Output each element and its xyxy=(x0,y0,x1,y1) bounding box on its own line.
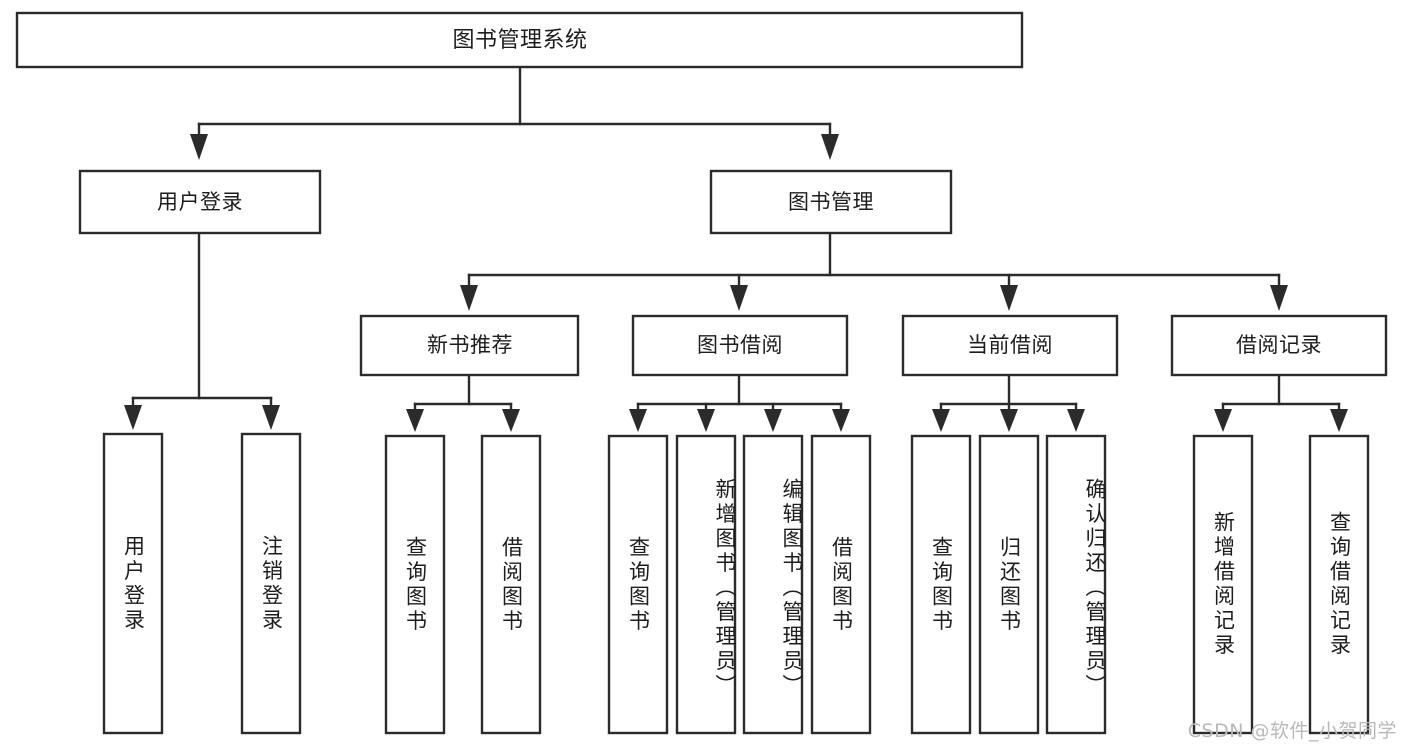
leaf-boxes-book-borrow xyxy=(607,434,872,735)
connector-group-user-login-to-leaves xyxy=(124,231,280,430)
leaf-boxes-new-book-recommend xyxy=(384,434,542,735)
node-borrow-records[interactable]: 借阅记录 xyxy=(1170,314,1388,377)
node-root-label: 图书管理系统 xyxy=(452,28,587,53)
node-book-management-label: 图书管理 xyxy=(788,190,874,214)
node-borrow-records-label: 借阅记录 xyxy=(1236,333,1322,357)
arrowhead-book-mgmt xyxy=(821,134,839,160)
leaf-box-bb-query-book[interactable] xyxy=(607,434,669,735)
arrowhead-user-login xyxy=(190,134,208,160)
arrowhead-bb-leaf-2 xyxy=(697,409,715,432)
leaf-boxes-borrow-records xyxy=(1192,434,1370,735)
leaf-box-br-query-record[interactable] xyxy=(1308,434,1370,735)
arrowhead-cb-leaf-2 xyxy=(1000,409,1018,432)
node-book-borrow-rect[interactable] xyxy=(631,314,849,377)
node-book-borrow[interactable]: 图书借阅 xyxy=(631,314,849,377)
leaf-box-bb-borrow-book[interactable] xyxy=(810,434,872,735)
leaf-box-logout[interactable] xyxy=(240,432,302,735)
arrowhead-br-leaf-1 xyxy=(1214,409,1232,432)
arrowhead-bb-leaf-1 xyxy=(629,409,647,432)
leaf-box-nbr-query-book[interactable] xyxy=(384,434,446,735)
arrowhead-bb-leaf-4 xyxy=(832,409,850,432)
node-borrow-records-rect[interactable] xyxy=(1170,314,1388,377)
node-book-management-rect[interactable] xyxy=(709,169,953,235)
arrowhead-nbr-leaf-1 xyxy=(406,409,424,432)
node-new-book-recommend-label: 新书推荐 xyxy=(427,333,513,357)
leaf-box-br-add-record[interactable] xyxy=(1192,434,1254,735)
connector-group-book-borrow-to-leaves xyxy=(629,374,850,432)
connector-group-book-mgmt-to-level3 xyxy=(460,231,1288,311)
leaf-box-cb-confirm-return[interactable] xyxy=(1045,434,1107,735)
arrowhead-new-book-recommend xyxy=(460,285,478,311)
node-current-borrow[interactable]: 当前借阅 xyxy=(901,314,1119,377)
csdn-watermark: CSDN @软件_小贺同学 xyxy=(1187,720,1397,742)
node-new-book-recommend-rect[interactable] xyxy=(359,314,580,377)
arrowhead-cb-leaf-3 xyxy=(1067,409,1085,432)
leaf-box-bb-edit-book[interactable] xyxy=(742,434,804,735)
arrowhead-bb-leaf-3 xyxy=(764,409,782,432)
node-book-borrow-label: 图书借阅 xyxy=(697,333,783,357)
leaf-box-user-login[interactable] xyxy=(102,432,164,735)
leaf-box-cb-return-book[interactable] xyxy=(978,434,1040,735)
node-new-book-recommend[interactable]: 新书推荐 xyxy=(359,314,580,377)
arrowhead-cb-leaf-1 xyxy=(932,409,950,432)
leaf-box-nbr-borrow-book[interactable] xyxy=(480,434,542,735)
connector-group-borrow-records-to-leaves xyxy=(1214,374,1348,432)
node-current-borrow-rect[interactable] xyxy=(901,314,1119,377)
node-root[interactable]: 图书管理系统 xyxy=(15,11,1024,69)
arrowhead-br-leaf-2 xyxy=(1330,409,1348,432)
arrowhead-nbr-leaf-2 xyxy=(502,409,520,432)
arrowhead-leaf-user-login xyxy=(124,405,142,430)
leaf-box-cb-query-book[interactable] xyxy=(910,434,972,735)
arrowhead-current-borrow xyxy=(1000,285,1018,311)
node-root-rect[interactable] xyxy=(15,11,1024,69)
leaf-boxes-user-login xyxy=(102,432,302,735)
arrowhead-book-borrow xyxy=(730,285,748,311)
node-book-management[interactable]: 图书管理 xyxy=(709,169,953,235)
leaf-boxes-current-borrow xyxy=(910,434,1107,735)
node-user-login[interactable]: 用户登录 xyxy=(78,169,322,235)
node-user-login-rect[interactable] xyxy=(78,169,322,235)
connector-group-current-borrow-to-leaves xyxy=(932,374,1085,432)
node-current-borrow-label: 当前借阅 xyxy=(967,333,1053,357)
leaf-box-bb-add-book[interactable] xyxy=(675,434,737,735)
arrowhead-borrow-records xyxy=(1270,285,1288,311)
node-user-login-label: 用户登录 xyxy=(157,190,243,214)
connector-group-root-to-level2 xyxy=(190,66,839,160)
arrowhead-leaf-logout xyxy=(262,405,280,430)
connector-group-new-book-recommend-to-leaves xyxy=(406,374,520,432)
